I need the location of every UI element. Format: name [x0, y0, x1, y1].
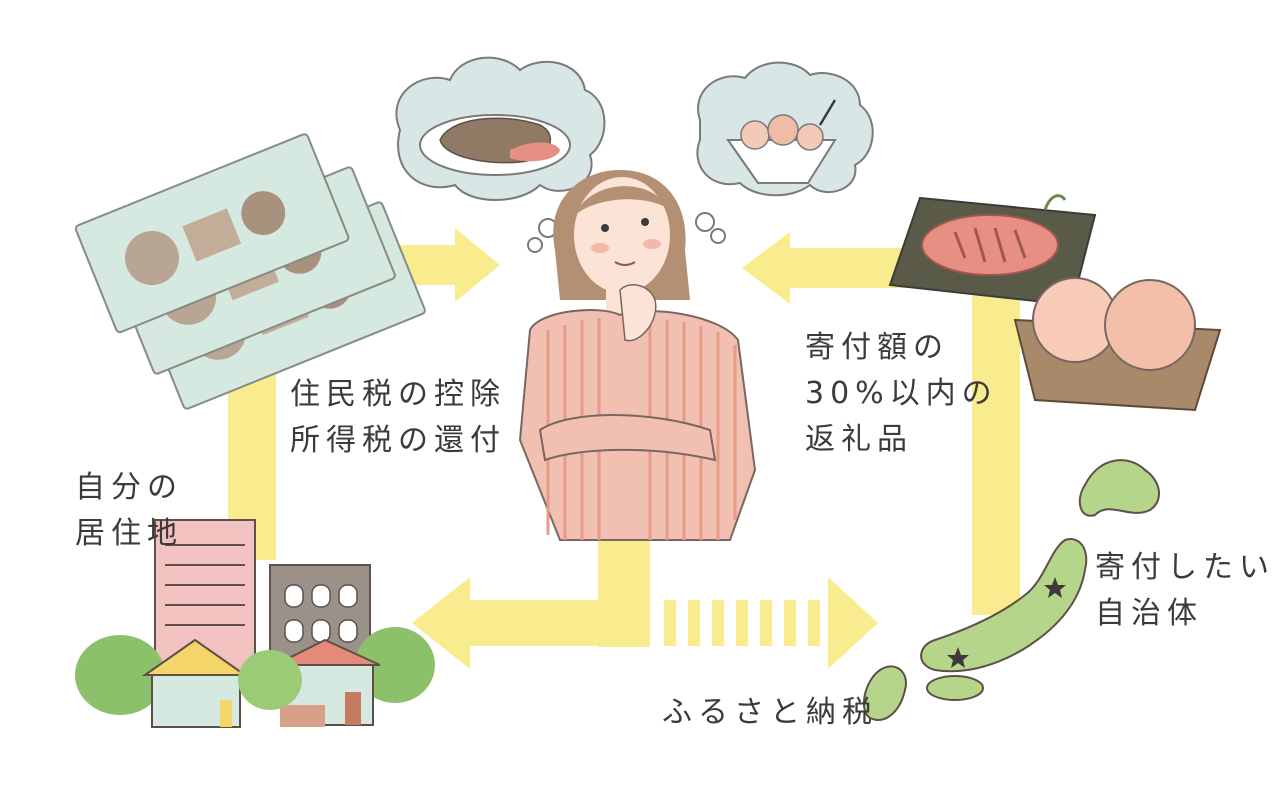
label-line: 自治体	[1095, 596, 1203, 631]
thought-bubble-steak	[395, 56, 606, 253]
thought-bubble-peach	[695, 61, 874, 244]
label-line: 居住地	[75, 516, 183, 551]
label-tax-deduction: 住民税の控除 所得税の還付	[290, 372, 506, 464]
label-line: 寄付額の	[805, 330, 949, 365]
label-line: 所得税の還付	[290, 423, 506, 458]
return-gifts-illustration	[888, 194, 1222, 412]
label-line: 自分の	[75, 470, 183, 505]
label-line: 寄付したい	[1095, 550, 1275, 585]
label-furusato-nouzei: ふるさと納税	[662, 695, 878, 730]
label-line: 30%以内の	[805, 376, 998, 411]
flow-arrows	[228, 228, 1020, 669]
map-star-icon	[947, 647, 969, 668]
banknotes-illustration	[74, 133, 426, 410]
japan-map-illustration	[862, 459, 1160, 721]
label-line: 住民税の控除	[290, 377, 506, 412]
label-return-gift: 寄付額の 30%以内の 返礼品	[805, 325, 998, 463]
arrow-dashed-furusato	[664, 577, 878, 669]
map-star-icon	[1044, 577, 1066, 598]
person-illustration	[518, 170, 757, 541]
arrow-right-vertical	[972, 270, 1020, 615]
label-line: 返礼品	[805, 422, 913, 457]
label-residence: 自分の 居住地	[75, 465, 183, 557]
residence-illustration	[75, 519, 435, 728]
arrow-to-residence	[412, 577, 650, 669]
label-municipality: 寄付したい 自治体	[1095, 545, 1275, 637]
